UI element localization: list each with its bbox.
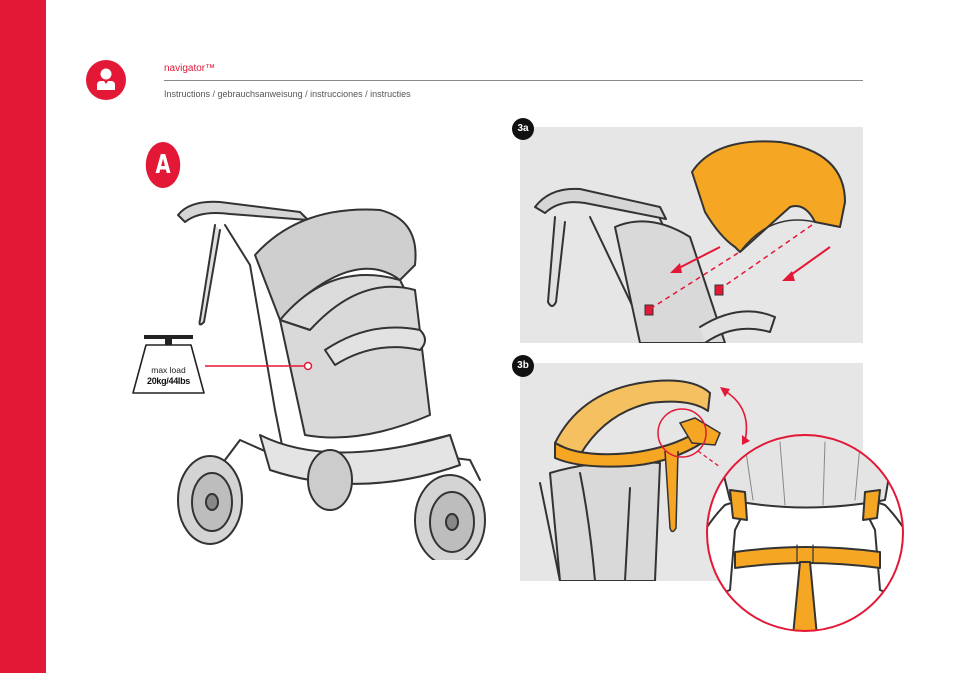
- step-3a-panel: [520, 127, 863, 343]
- canopy-attach-illustration: [534, 140, 846, 343]
- instructions-subtitle: Instructions / gebrauchsanweisung / inst…: [164, 89, 411, 99]
- section-letter-badge: A: [145, 142, 181, 188]
- max-load-badge: max load 20kg/44lbs: [132, 335, 205, 402]
- stroller-illustration: [177, 200, 486, 560]
- header-divider: [164, 80, 863, 81]
- max-load-value: 20kg/44lbs: [146, 376, 191, 386]
- left-accent-bar: [0, 0, 46, 673]
- step-3a-badge: 3a: [512, 118, 534, 140]
- zoom-detail-circle: [706, 434, 904, 632]
- weight-icon: [132, 335, 205, 394]
- brand-name: navigator™: [164, 63, 216, 74]
- max-load-label: max load: [151, 365, 186, 375]
- user-icon: [86, 60, 126, 100]
- handlebar-adjust-illustration: [539, 379, 750, 581]
- step-3b-badge: 3b: [512, 355, 534, 377]
